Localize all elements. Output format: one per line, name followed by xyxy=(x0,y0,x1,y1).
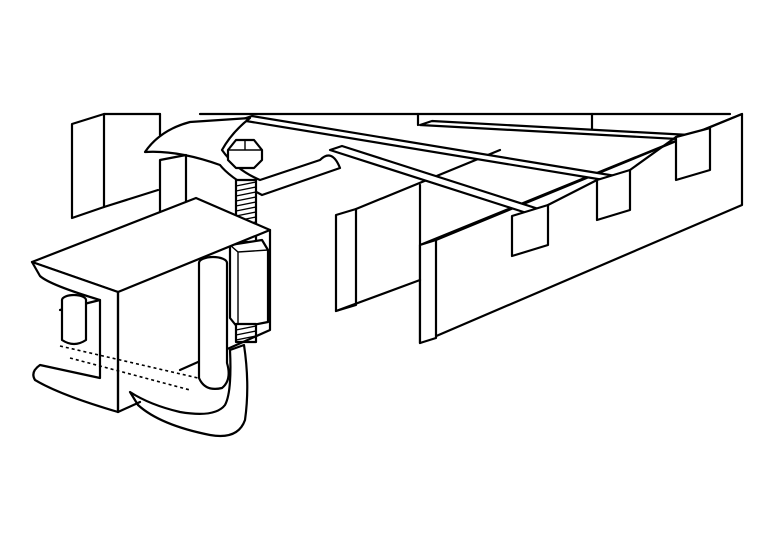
hex-coupling-nut xyxy=(228,238,270,344)
thread-line xyxy=(235,325,257,331)
back-panel-left-end xyxy=(70,112,106,220)
grating-back-panel xyxy=(70,112,732,220)
cross-rod-3 xyxy=(418,119,710,142)
thread-line xyxy=(235,191,257,197)
j-hook xyxy=(116,255,249,438)
j-hook-upper xyxy=(197,261,230,390)
rod-end-block-2 xyxy=(595,168,632,222)
channel-front-face xyxy=(30,260,120,414)
channel-pin xyxy=(60,298,88,346)
j-hook-bend xyxy=(128,343,249,438)
thread-line xyxy=(235,206,257,212)
j-hook-channel-joint xyxy=(116,400,142,414)
back-panel-bottom-edge xyxy=(102,188,160,209)
rod-end-block-1 xyxy=(510,203,550,258)
hex-bolt-facets xyxy=(228,140,262,151)
front-bearing-bar-end xyxy=(418,238,438,345)
rod-end-block-3 xyxy=(674,126,712,182)
thread-line xyxy=(235,181,257,187)
rod-links xyxy=(546,135,678,207)
cross-rods xyxy=(238,114,712,258)
hidden-edges xyxy=(59,340,199,391)
second-bearing-bar-end xyxy=(334,207,358,313)
thread-line xyxy=(235,330,257,336)
thread-line xyxy=(235,211,257,217)
thread-line xyxy=(235,186,257,192)
thread-line xyxy=(235,201,257,207)
hex-bolt xyxy=(226,138,264,170)
thread-line xyxy=(235,196,257,202)
coupling-nut-body xyxy=(228,238,270,330)
hex-bolt-head-icon xyxy=(226,138,264,170)
saddle-plate xyxy=(143,116,342,197)
coupling-nut-facets xyxy=(229,244,269,326)
back-bearing-bar-stubs xyxy=(416,112,594,132)
